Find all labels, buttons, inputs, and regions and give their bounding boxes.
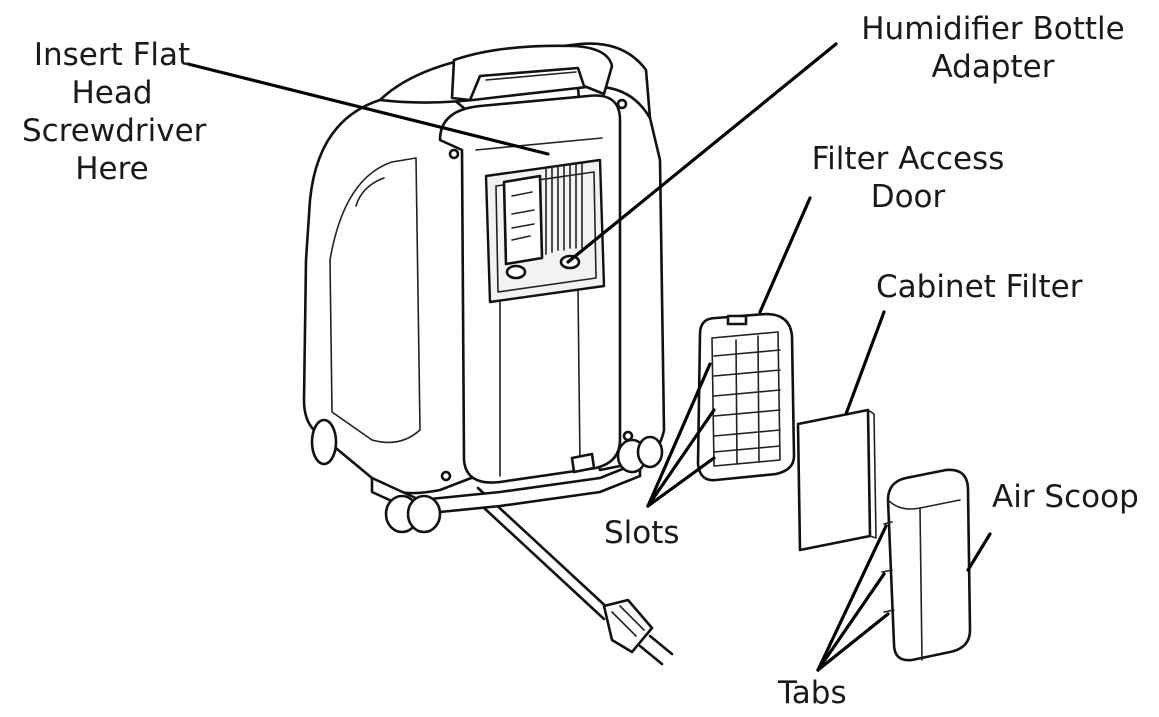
label-screwdriver: Insert Flat Head Screwdriver Here [22,36,207,188]
label-screwdriver-line-4: Here [75,151,149,187]
leader-lines [186,42,992,672]
concentrator-unit [302,42,666,534]
label-filter-door-line-1: Filter Access [811,141,1005,177]
cabinet-filter [796,408,877,552]
label-cabinet-filter: Cabinet Filter [876,269,1083,305]
label-tabs: Tabs [778,675,847,711]
filter-access-door [696,312,796,482]
label-screwdriver-line-2: Head [71,75,153,111]
label-humidifier-adapter: Humidifier Bottle Adapter [838,10,1148,86]
label-humidifier-line-2: Adapter [931,49,1055,85]
label-screwdriver-line-1: Insert Flat [33,37,191,73]
label-filter-access-door: Filter Access Door [798,140,1018,216]
label-filter-door-line-2: Door [870,179,946,215]
air-scoop [881,468,972,662]
label-air-scoop: Air Scoop [992,479,1139,515]
power-cord [468,486,674,666]
label-screwdriver-line-3: Screwdriver [22,113,207,149]
label-slots: Slots [604,515,680,551]
label-humidifier-line-1: Humidifier Bottle [861,11,1125,47]
